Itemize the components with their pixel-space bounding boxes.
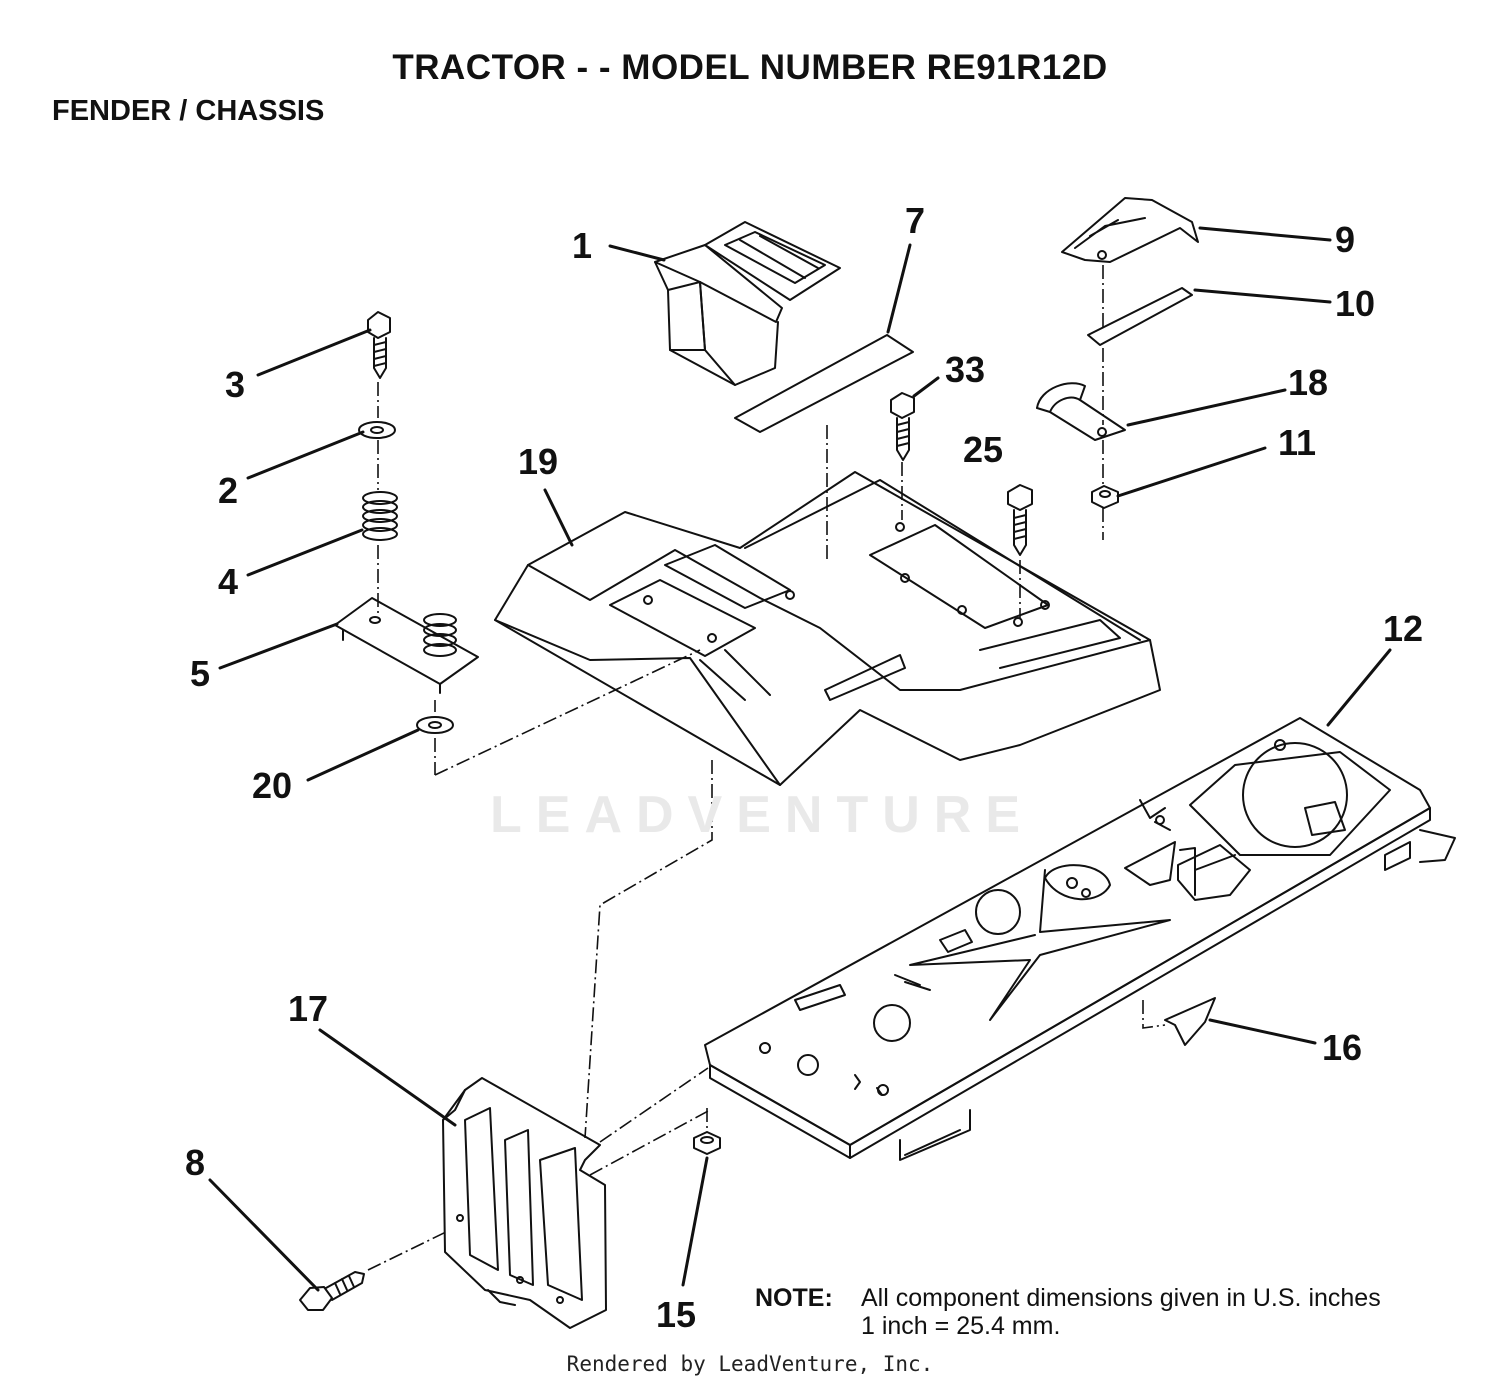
watermark-text: LEADVENTURE	[490, 786, 1035, 844]
callout-25: 25	[963, 429, 1004, 470]
callout-18: 18	[1288, 362, 1329, 403]
part-17-plate	[442, 1077, 607, 1329]
part-16-bracket	[1164, 997, 1216, 1046]
assembly-lines	[367, 265, 1166, 1271]
callout-12: 12	[1383, 608, 1424, 649]
note-label: NOTE:	[755, 1284, 833, 1312]
callout-7: 7	[905, 200, 926, 241]
callout-10: 10	[1335, 283, 1376, 324]
part-9-panel	[1061, 197, 1199, 263]
part-20-washer	[416, 716, 454, 734]
part-33-bolt	[890, 392, 915, 461]
part-12-chassis-frame	[704, 717, 1456, 1161]
callout-5: 5	[190, 653, 211, 694]
callout-15: 15	[656, 1294, 697, 1335]
part-18-bracket	[1036, 382, 1126, 441]
note-line-2: 1 inch = 25.4 mm.	[861, 1312, 1061, 1340]
callout-11: 11	[1278, 422, 1317, 463]
section-title: FENDER / CHASSIS	[52, 95, 325, 127]
callout-1: 1	[572, 225, 593, 266]
callout-4: 4	[218, 561, 239, 602]
part-4-spring	[362, 491, 398, 541]
callout-2: 2	[218, 470, 239, 511]
part-5-spring-plate	[334, 597, 479, 694]
note-line-1: All component dimensions given in U.S. i…	[861, 1284, 1381, 1312]
part-25-bolt	[1007, 484, 1033, 556]
part-3-bolt	[367, 311, 391, 379]
render-credit: Rendered by LeadVenture, Inc.	[566, 1352, 934, 1376]
part-15-nut	[693, 1131, 721, 1155]
part-2-washer	[358, 421, 396, 439]
callout-19: 19	[518, 441, 559, 482]
callout-9: 9	[1335, 219, 1356, 260]
callout-20: 20	[252, 765, 293, 806]
leader-lines	[208, 226, 1392, 1292]
part-19-fender	[494, 471, 1161, 786]
callout-33: 33	[945, 349, 986, 390]
callout-3: 3	[225, 364, 246, 405]
callout-17: 17	[288, 988, 329, 1029]
part-8-bolt	[299, 1271, 365, 1311]
callout-16: 16	[1322, 1027, 1363, 1068]
callout-8: 8	[185, 1142, 206, 1183]
part-7-decal	[734, 334, 914, 433]
page-title: TRACTOR - - MODEL NUMBER RE91R12D	[392, 48, 1108, 87]
part-1-battery-box	[654, 221, 841, 386]
part-11-nut	[1091, 485, 1119, 509]
part-10-plate	[1087, 287, 1193, 346]
